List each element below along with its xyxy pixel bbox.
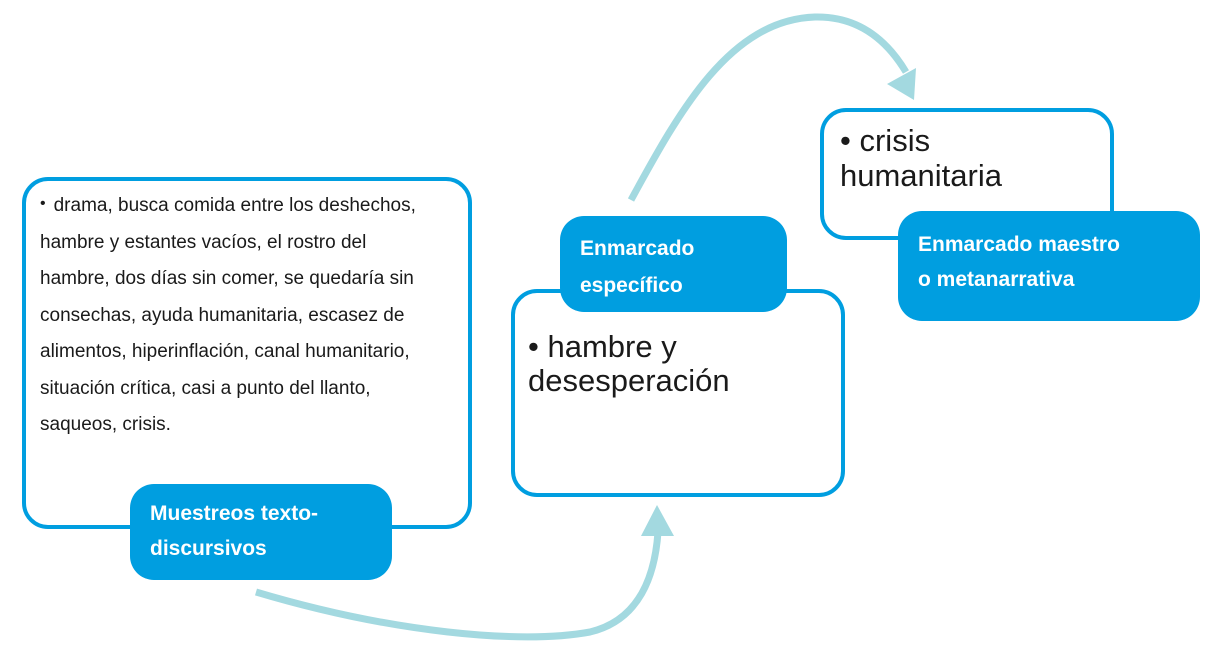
label-line: Enmarcado — [580, 237, 695, 260]
node-content-muestreos: •drama, busca comida entre los deshechos… — [40, 186, 440, 444]
label-line: discursivos — [150, 537, 267, 560]
arrowhead-icon — [641, 505, 674, 536]
content-text: hambre y desesperación — [528, 329, 730, 398]
node-content-maestro: • crisis humanitaria — [840, 123, 1100, 193]
bullet-icon: • — [40, 195, 46, 212]
node-label-muestreos: Muestreos texto- discursivos — [130, 484, 392, 580]
arrow-muestreos-to-especifico — [254, 505, 674, 641]
node-content-especifico: • hambre y desesperación — [528, 330, 828, 398]
node-box-especifico — [511, 289, 845, 497]
arrow-especifico-to-maestro — [627, 13, 916, 202]
label-line: específico — [580, 274, 683, 297]
node-box-muestreos — [22, 177, 472, 529]
node-label-maestro: Enmarcado maestro o metanarrativa — [898, 211, 1200, 321]
label-line: Muestreos texto- — [150, 502, 319, 525]
arrowhead-icon — [887, 68, 916, 100]
bullet-icon: • — [840, 123, 851, 158]
node-label-especifico: Enmarcado específico — [560, 216, 787, 312]
label-line: o metanarrativa — [918, 268, 1075, 291]
content-text: crisis humanitaria — [840, 123, 1002, 193]
bullet-icon: • — [528, 329, 539, 364]
content-text: drama, busca comida entre los deshechos,… — [40, 195, 416, 435]
label-line: Enmarcado maestro — [918, 233, 1120, 256]
